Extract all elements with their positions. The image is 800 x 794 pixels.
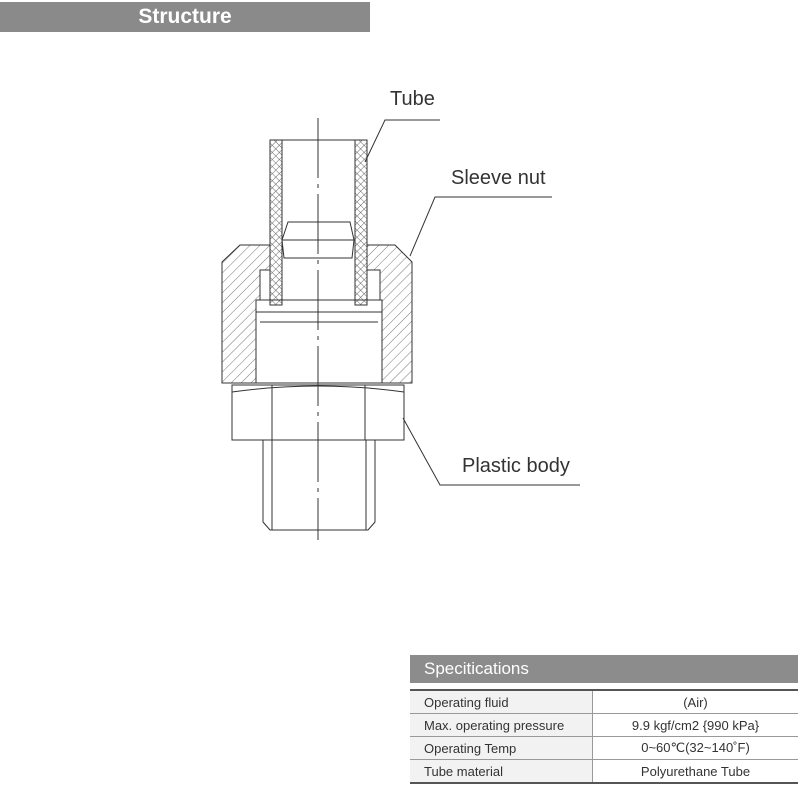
spec-label: Max. operating pressure <box>410 713 593 737</box>
spec-label: Operating Temp <box>410 736 593 760</box>
threaded-end <box>262 439 376 531</box>
label-sleeve-nut: Sleeve nut <box>451 167 546 189</box>
tube-left-wall <box>269 139 283 306</box>
spec-value: 0~60℃(32~140˚F) <box>592 736 798 760</box>
spec-value: (Air) <box>592 690 798 714</box>
fitting-cross-section-drawing <box>221 118 580 540</box>
section-title-structure: Structure <box>0 2 370 32</box>
spec-value: 9.9 kgf/cm2 {990 kPa} <box>592 713 798 737</box>
spec-label: Tube material <box>410 759 593 784</box>
specifications-panel: Specitications Operating fluid(Air) Max.… <box>410 655 798 784</box>
table-row: Operating fluid(Air) <box>410 690 798 714</box>
tube-leader <box>364 119 440 163</box>
specifications-table: Operating fluid(Air) Max. operating pres… <box>410 689 798 784</box>
tube-right-wall <box>354 139 368 306</box>
spec-label: Operating fluid <box>410 690 593 714</box>
label-tube: Tube <box>390 88 435 110</box>
specifications-title: Specitications <box>410 655 798 683</box>
plastic-body-leader <box>402 417 580 486</box>
sleeve-nut-leader <box>409 196 552 257</box>
label-plastic-body: Plastic body <box>462 455 570 477</box>
spec-value: Polyurethane Tube <box>592 759 798 784</box>
sleeve-nut-right-wall <box>366 244 413 384</box>
